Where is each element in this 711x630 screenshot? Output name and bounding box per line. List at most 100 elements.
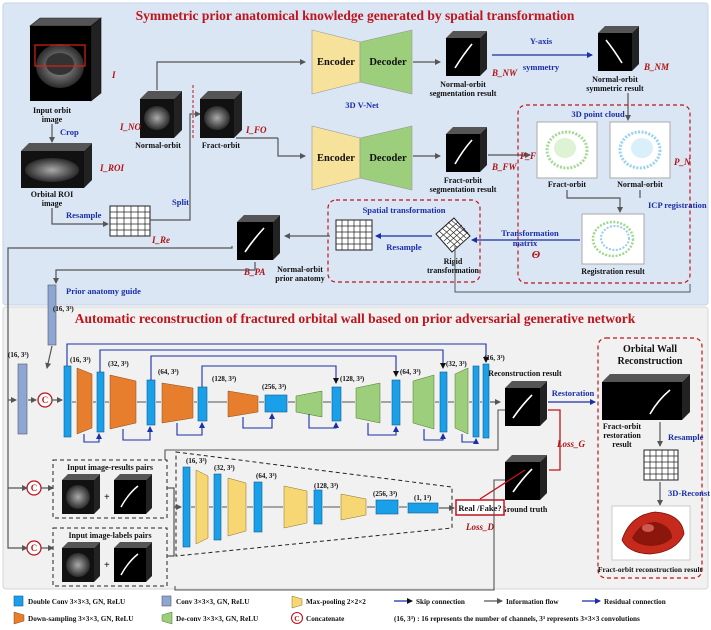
irp-ct-cube: [62, 474, 100, 514]
decoder-label-2: Decoder: [369, 153, 407, 164]
svg-text:C: C: [31, 483, 38, 493]
recon-result-label: Reconstruction result: [488, 369, 562, 378]
gt-label: Ground truth: [501, 505, 548, 514]
svg-text:C: C: [42, 395, 49, 405]
dim-d-128: (128, 3³): [314, 482, 339, 490]
sym-re: I_Re: [151, 235, 170, 245]
svg-text:C: C: [294, 614, 299, 623]
irp-label: Input image-results pairs: [67, 463, 153, 472]
sym-bnm: B_NM: [643, 62, 670, 72]
split-label: Split: [172, 197, 189, 207]
pc-normal-box: [609, 121, 671, 179]
resample-label: Resample: [66, 210, 102, 220]
restoration-label: Restoration: [552, 388, 595, 398]
pc-title: 3D point cloud: [571, 109, 625, 119]
loss-g-label: Loss_G: [556, 439, 586, 449]
roi-label-1: Orbital ROI: [31, 190, 73, 199]
legend-conv: Conv 3×3×3, GN, ReLU: [176, 598, 250, 606]
discriminator: [182, 466, 439, 548]
normal-sym-cube: [598, 26, 639, 71]
roi-image-cube: [21, 143, 92, 188]
owr-title-1: Orbital Wall: [623, 344, 677, 355]
pag-conv-block: [47, 284, 57, 346]
generator: [63, 363, 490, 439]
sym-pf: P_F: [520, 151, 536, 161]
sym-no: I_NO: [119, 122, 142, 132]
bottom-panel: [2, 306, 709, 590]
input-label-1: Input orbit: [33, 106, 71, 115]
recon-result-cube: [505, 381, 547, 426]
dim-d-32: (32, 3³): [214, 464, 235, 472]
point-cloud-box: [517, 104, 691, 284]
sym-i: I: [111, 70, 116, 80]
dim-g-32b: (32, 3³): [446, 360, 467, 368]
owr-grid: [643, 449, 679, 481]
theta-label: Θ: [532, 249, 541, 261]
fr-restore-cube: [602, 374, 690, 420]
dim-g-64: (64, 3³): [158, 368, 179, 376]
input-image-cube: [29, 17, 102, 102]
sym-bfw: B_FW: [491, 162, 518, 172]
dim-g-64b: (64, 3³): [400, 368, 421, 376]
fr-recon-render: [611, 505, 691, 561]
vnet-label: 3D V-Net: [345, 100, 379, 110]
prior-label-2: prior anatomy: [275, 274, 324, 283]
ground-truth-cube: [505, 455, 547, 500]
concat-ilp: C: [26, 540, 42, 556]
top-title: Symmetric prior anatomical knowledge gen…: [136, 8, 575, 23]
ilp-box: [52, 527, 168, 587]
pc-normal-label: Normal-orbit: [617, 180, 663, 189]
pc-fract-label: Fract-orbit: [548, 180, 587, 189]
discriminator-frame: [175, 451, 453, 557]
legend-concat: Concatenate: [306, 615, 344, 623]
legend-deconv: De-conv 3×3×3, GN, ReLU: [176, 615, 259, 623]
nseg-label-1: Normal-orbit: [440, 80, 486, 89]
ysym-label-1: Y-axis: [530, 36, 553, 46]
prior-anatomy-cube: [237, 215, 280, 260]
real-fake-box: [455, 499, 505, 516]
ilp-plus: +: [104, 560, 110, 571]
sym-bnw: B_NW: [491, 68, 518, 78]
reg-label: Registration result: [581, 267, 645, 276]
normal-orbit-label: Normal-orbit: [135, 141, 181, 150]
st-grid: [335, 219, 373, 251]
legend-down: Down-sampling 3×3×3, GN, ReLU: [28, 615, 134, 623]
roi-label-2: image: [42, 199, 63, 208]
dim-g-32: (32, 3³): [108, 360, 129, 368]
skip-connections: [66, 343, 489, 387]
fr-restore-1: Fract-orbit: [603, 422, 642, 431]
resample-grid: [109, 205, 151, 237]
spatial-transform-box: [327, 199, 481, 283]
fr-restore-3: result: [612, 440, 632, 449]
sym-bpa: B_PA: [243, 267, 265, 277]
legend: Double Conv 3×3×3, GN, ReLU Conv 3×3×3, …: [13, 595, 666, 625]
icp-label: ICP registration: [648, 200, 707, 210]
rigid-label-1: Rigid: [444, 257, 463, 266]
ysym-label-2: symmetry: [523, 62, 560, 72]
dim-g-256: (256, 3³): [262, 383, 287, 391]
reconst-label: 3D-Reconst: [668, 488, 710, 498]
bottom-title: Automatic reconstruction of fractured or…: [75, 311, 636, 326]
fseg-label-2: segmentation result: [430, 185, 497, 194]
legend-skip: Skip connection: [416, 598, 465, 606]
fseg-label-1: Fract-orbit: [444, 176, 483, 185]
nsym-label-2: symmetric result: [586, 84, 644, 93]
dim-d-64: (64, 3³): [256, 472, 277, 480]
vnet-top: [311, 29, 413, 95]
sym-roi: I_ROI: [99, 163, 125, 173]
input-label-2: image: [42, 115, 63, 124]
decoder-label-1: Decoder: [369, 57, 407, 68]
fract-orbit-label: Fract-orbit: [202, 141, 241, 150]
real-fake-label: Real /Fake?: [458, 503, 501, 513]
dim-g-16: (16, 3³): [70, 356, 91, 364]
pag-label: Prior anatomy guide: [66, 286, 141, 296]
st-title: Spatial transformation: [363, 205, 446, 215]
irp-seg-cube: [114, 474, 152, 514]
legend-residual: Residual connection: [604, 598, 666, 606]
crop-label: Crop: [60, 127, 79, 137]
legend-double-conv: Double Conv 3×3×3, GN, ReLU: [28, 598, 126, 606]
legend-info: Information flow: [506, 598, 559, 606]
dim-g-16b: (16, 3³): [484, 354, 505, 362]
